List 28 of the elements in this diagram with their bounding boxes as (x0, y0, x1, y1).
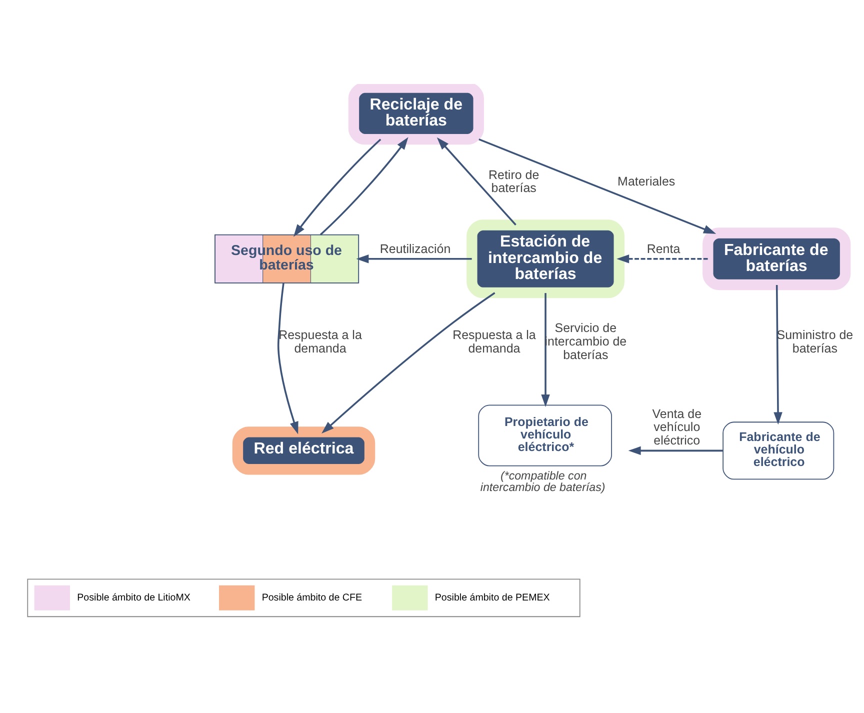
node-label: (*compatible con intercambio de baterías) (480, 470, 606, 494)
arrow (356, 254, 472, 263)
arrow (478, 138, 716, 234)
arrow (616, 254, 708, 263)
legend-label: Posible ámbito de LitioMX (77, 592, 190, 603)
arrow (628, 446, 723, 455)
edge-label: Reutilización (380, 241, 451, 256)
edge-label: Renta (646, 241, 680, 256)
node-box: Fabricante de vehículo eléctrico (722, 421, 834, 480)
edge-label: Retiro de baterías (488, 167, 540, 195)
edge-label: Venta de vehículo eléctrico (652, 406, 702, 448)
node-box: Reciclaje de baterías (348, 84, 484, 144)
legend-label: Posible ámbito de PEMEX (434, 592, 550, 603)
edge-label: Respuesta a la demanda (452, 327, 536, 355)
arrow (436, 136, 516, 225)
edge-label: Respuesta a la demanda (278, 327, 362, 355)
edge-label: Materiales (618, 174, 676, 188)
node-box: Red eléctrica (232, 426, 376, 474)
arrow (774, 284, 782, 424)
node-box: Fabricante de baterías (702, 227, 851, 290)
legend-label: Posible ámbito de CFE (262, 592, 362, 603)
arrow (293, 138, 382, 236)
arrow (541, 292, 550, 406)
node-box: Propietario de vehículo eléctrico* (478, 404, 612, 466)
arrow (320, 136, 408, 235)
node-box: Estación de intercambio de baterías (466, 219, 624, 298)
arrow (277, 282, 298, 434)
arrow (322, 292, 496, 434)
